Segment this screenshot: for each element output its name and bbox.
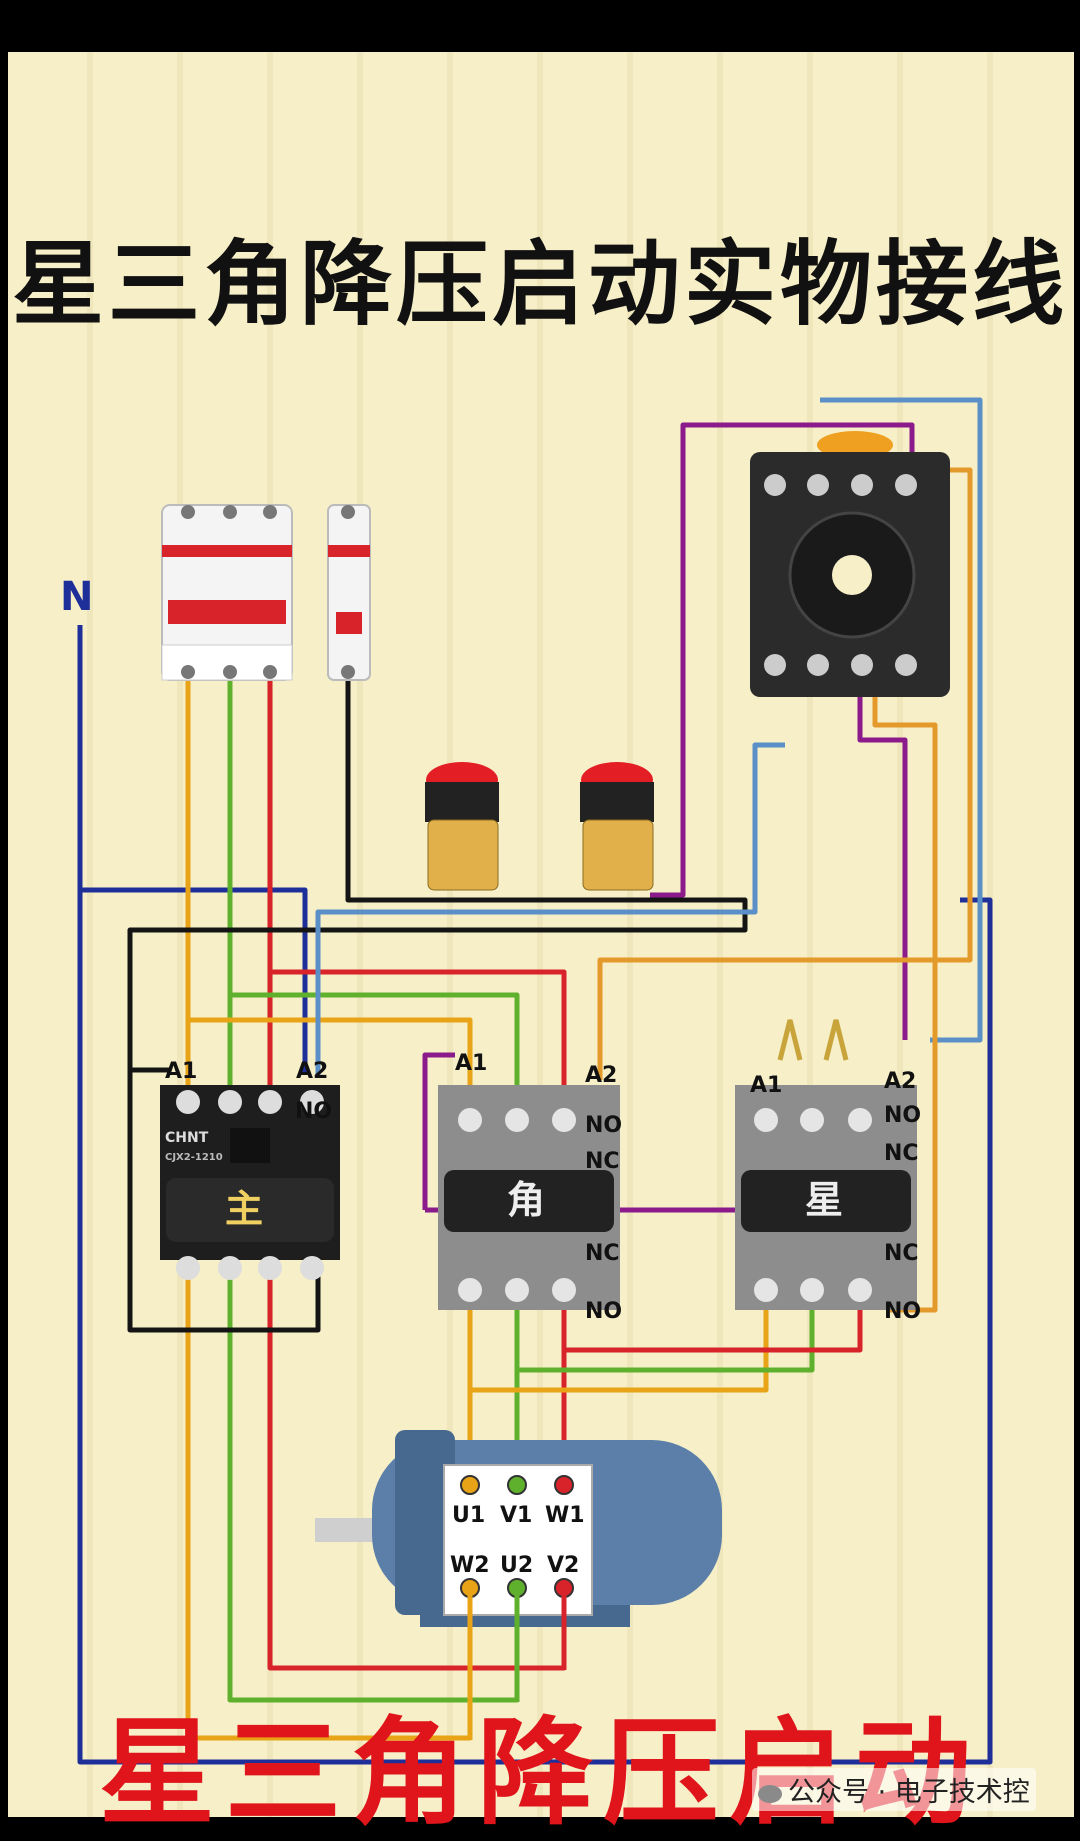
star-green-link [517,1290,815,1373]
main-no-label: NO [295,1099,332,1124]
main-contactor-name: 主 [225,1187,263,1231]
delta-nc1-label: NC [585,1149,620,1174]
time-relay-base[interactable] [750,431,950,697]
delta-contactor[interactable] [438,1085,620,1310]
timer-purple-4 [857,680,908,1040]
motor-terminal-u2: U2 [500,1553,533,1578]
main-to-delta-yellow [188,1017,473,1100]
start-push-button[interactable] [580,762,654,891]
page-title: 星三角降压启动实物接线 [11,231,1068,338]
delta-no1-label: NO [585,1113,622,1138]
motor-terminal-u1: U1 [452,1503,485,1528]
watermark-text: 公众号 · 电子技术控 [788,1777,1030,1808]
timer-purple-2 [422,1052,455,1210]
star-a2-label: A2 [884,1069,916,1094]
timer-purple-1 [650,422,915,898]
star-nc2-label: NC [884,1241,919,1266]
main-brand-label: CHNT [165,1130,209,1146]
star-contactor[interactable] [735,1019,917,1310]
control-lightblue-2 [820,397,983,1043]
delta-contactor-name: 角 [507,1178,545,1222]
delta-a2-label: A2 [585,1063,617,1088]
timer-orange-2 [872,680,938,1313]
star-nc1-label: NC [884,1141,919,1166]
motor-bottom-wires [467,1588,567,1740]
single-pole-breaker[interactable] [327,504,371,681]
wechat-icon [758,1784,782,1803]
stop-push-button[interactable] [425,762,499,891]
neutral-label: N [60,574,93,620]
star-no1-label: NO [884,1103,921,1128]
motor[interactable] [315,1430,722,1627]
main-coil-a2-wire [80,887,308,1075]
delta-a1-label: A1 [455,1051,487,1076]
star-contactor-name: 星 [805,1178,843,1222]
control-lightblue-1 [315,742,785,1075]
main-to-delta-red [270,969,567,1100]
delta-nc2-label: NC [585,1241,620,1266]
star-yellow-link [470,1290,769,1393]
main-model-label: CJX2-1210 [165,1152,223,1163]
watermark: 公众号 · 电子技术控 [752,1768,1036,1811]
timer-orange-1 [597,467,973,1080]
motor-terminal-v2: V2 [547,1553,579,1578]
delta-no2-label: NO [585,1299,622,1324]
main-to-delta-green [230,992,520,1100]
motor-terminal-v1: V1 [500,1503,532,1528]
control-black-wire [127,672,748,1333]
three-pole-breaker[interactable] [161,504,293,681]
motor-terminal-w1: W1 [545,1503,585,1528]
main-a1-label: A1 [165,1059,197,1084]
star-a1-label: A1 [750,1073,782,1098]
star-no2-label: NO [884,1299,921,1324]
main-a2-label: A2 [296,1059,328,1084]
main-contactor[interactable] [160,1085,340,1280]
motor-terminal-w2: W2 [450,1553,490,1578]
